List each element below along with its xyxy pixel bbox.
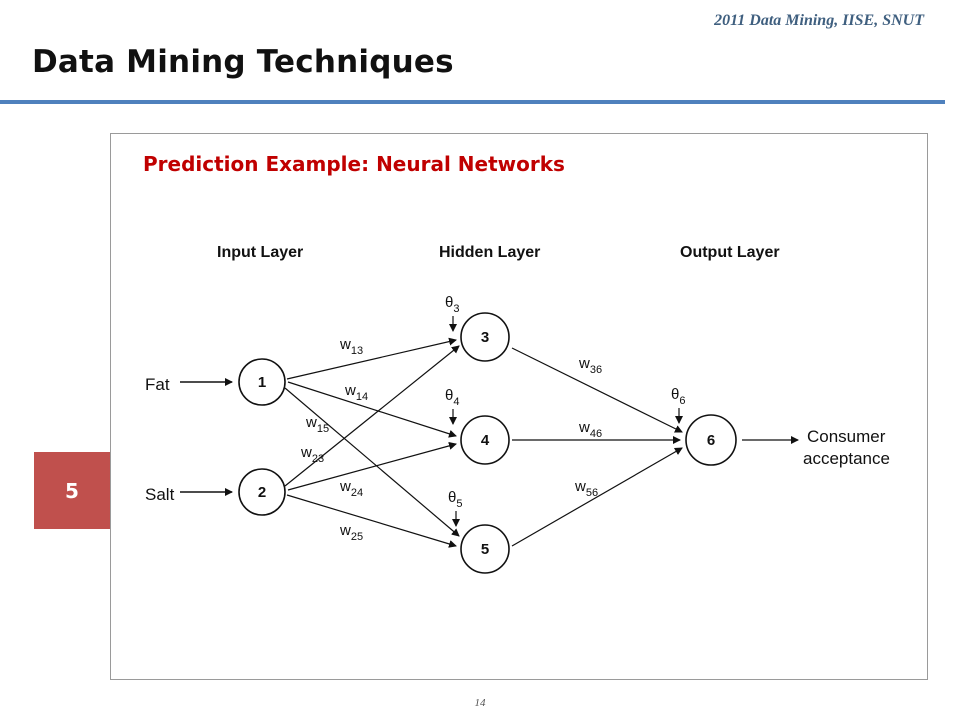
node-2 [238,468,286,516]
node-3-label: 3 [481,329,489,346]
weight-w25-label: w25 [339,522,363,543]
course-label: 2011 Data Mining, IISE, SNUT [714,12,924,29]
weight-w23-label: w23 [300,444,324,465]
node-1 [238,358,286,406]
edge-1-5 [284,387,460,537]
section-number-badge: 5 [34,452,110,529]
fat-input-label: Fat [145,375,170,394]
edge-2-4 [287,441,457,491]
edge-1-3 [286,337,457,380]
salt-input-label: Salt [145,485,175,504]
edge-1-4 [287,381,457,438]
edge-3-6 [511,347,683,433]
node-2-label: 2 [258,484,266,501]
slide-subtitle: Prediction Example: Neural Networks [143,152,565,176]
node-3 [460,312,510,362]
hidden-layer-heading: Hidden Layer [439,244,540,261]
node-4 [460,415,510,465]
output-layer-heading: Output Layer [680,244,780,261]
input-layer-heading: Input Layer [217,244,303,261]
content-panel [110,133,928,680]
node-4-label: 4 [481,432,490,449]
weight-w13-label: w13 [339,336,363,357]
output-label-line2: acceptance [803,449,890,468]
title-underline [0,100,945,104]
weight-w46-label: w46 [578,419,602,440]
node-5 [460,524,510,574]
weight-w36-label: w36 [578,355,602,376]
weight-w15-label: w15 [305,414,329,435]
theta-4-label: θ4 [445,387,459,408]
weight-w56-label: w56 [574,478,598,499]
node-6 [685,414,737,466]
edge-2-5 [286,494,457,548]
node-6-label: 6 [707,432,715,449]
theta-5-label: θ5 [448,489,462,510]
theta-6-label: θ6 [671,386,685,407]
node-5-label: 5 [481,541,489,558]
page-number: 14 [474,697,486,709]
weight-w14-label: w14 [344,382,368,403]
edge-5-6 [511,447,683,547]
output-label-line1: Consumer [807,427,886,446]
theta-3-label: θ3 [445,294,459,315]
node-1-label: 1 [258,374,266,391]
slide-title: Data Mining Techniques [32,44,454,80]
weight-w24-label: w24 [339,478,363,499]
edge-2-3 [284,345,460,487]
